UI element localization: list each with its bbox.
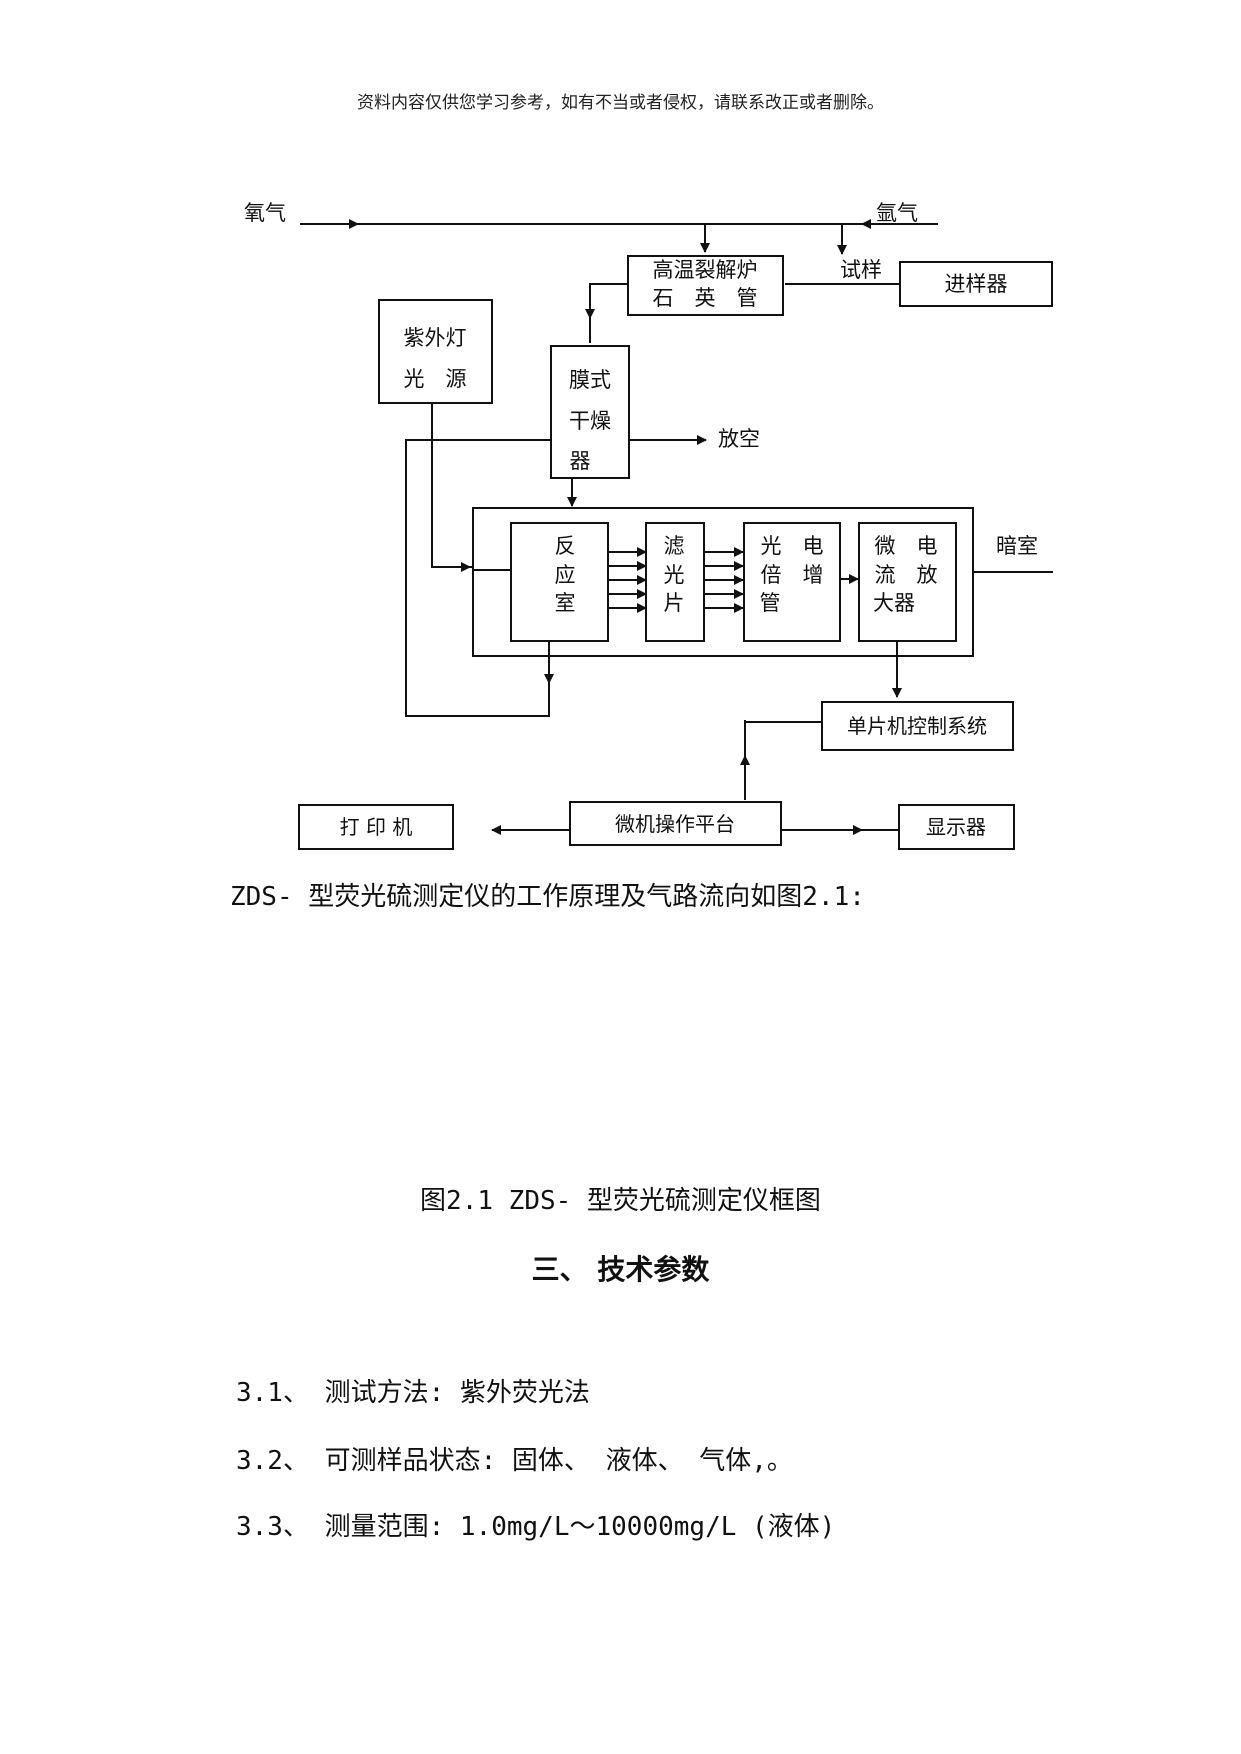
amplifier-box [858,522,957,642]
label-darkroom: 暗室 [996,534,1038,558]
label-amp-1: 微 电 [875,534,938,558]
param-item: 3.3、 测量范围: 1.0mg/L～10000mg/L (液体) [236,1512,836,1542]
platform-box [569,801,782,846]
label-dryer-1: 膜式 [569,368,611,392]
label-sample: 试样 [840,258,882,282]
figure-caption: 图2.1 ZDS- 型荧光硫测定仪框图 [420,1186,821,1216]
uv-lamp-box [378,299,493,404]
injector-box [899,261,1053,307]
display-box [898,804,1015,850]
label-dryer-2: 干燥 [569,409,611,433]
label-filter-1: 滤 [664,534,685,558]
label-reaction-2: 应 [555,563,576,587]
label-mcu: 单片机控制系统 [847,714,987,738]
intro-text: ZDS- 型荧光硫测定仪的工作原理及气路流向如图2.1: [230,882,865,912]
printer-box [298,804,454,850]
header-notice: 资料内容仅供您学习参考，如有不当或者侵权，请联系改正或者删除。 [357,93,884,113]
mcu-box [821,701,1014,751]
label-filter-3: 片 [664,591,685,615]
label-amp-2: 流 放 [875,563,938,587]
darkroom-box [472,507,974,657]
label-dryer-3: 器 [570,449,591,473]
label-pmt-1: 光 电 [761,534,824,558]
param-item: 3.1、 测试方法: 紫外荧光法 [236,1378,590,1408]
label-printer: 打 印 机 [340,815,413,839]
membrane-dryer-box [550,345,630,479]
label-pmt-3: 管 [760,591,781,615]
label-filter-2: 光 [664,563,685,587]
label-amp-3: 大器 [873,591,915,615]
reaction-chamber-box [510,522,609,642]
flow-diagram: 氧气 氩气 试样 进样器 高温裂解炉 石 英 管 紫外灯 光 源 膜式 干燥 器… [244,201,1053,850]
label-oxygen: 氧气 [244,201,286,225]
param-item: 3.2、 可测样品状态: 固体、 液体、 气体,。 [236,1446,793,1476]
label-pmt-2: 倍 增 [761,563,824,587]
label-reaction-3: 室 [555,591,576,615]
label-reaction-1: 反 [555,534,576,558]
section-title: 三、 技术参数 [531,1253,710,1286]
label-injector: 进样器 [945,272,1008,296]
label-furnace-1: 高温裂解炉 [653,258,758,282]
label-uv-1: 紫外灯 [404,326,467,350]
label-argon: 氩气 [876,201,918,225]
label-uv-2: 光 源 [404,367,467,391]
label-display: 显示器 [926,815,986,839]
filter-box [645,522,705,642]
label-vent: 放空 [718,427,760,451]
furnace-box [627,255,784,316]
label-platform: 微机操作平台 [615,812,735,836]
label-furnace-2: 石 英 管 [653,286,758,310]
photomultiplier-box [743,522,841,642]
